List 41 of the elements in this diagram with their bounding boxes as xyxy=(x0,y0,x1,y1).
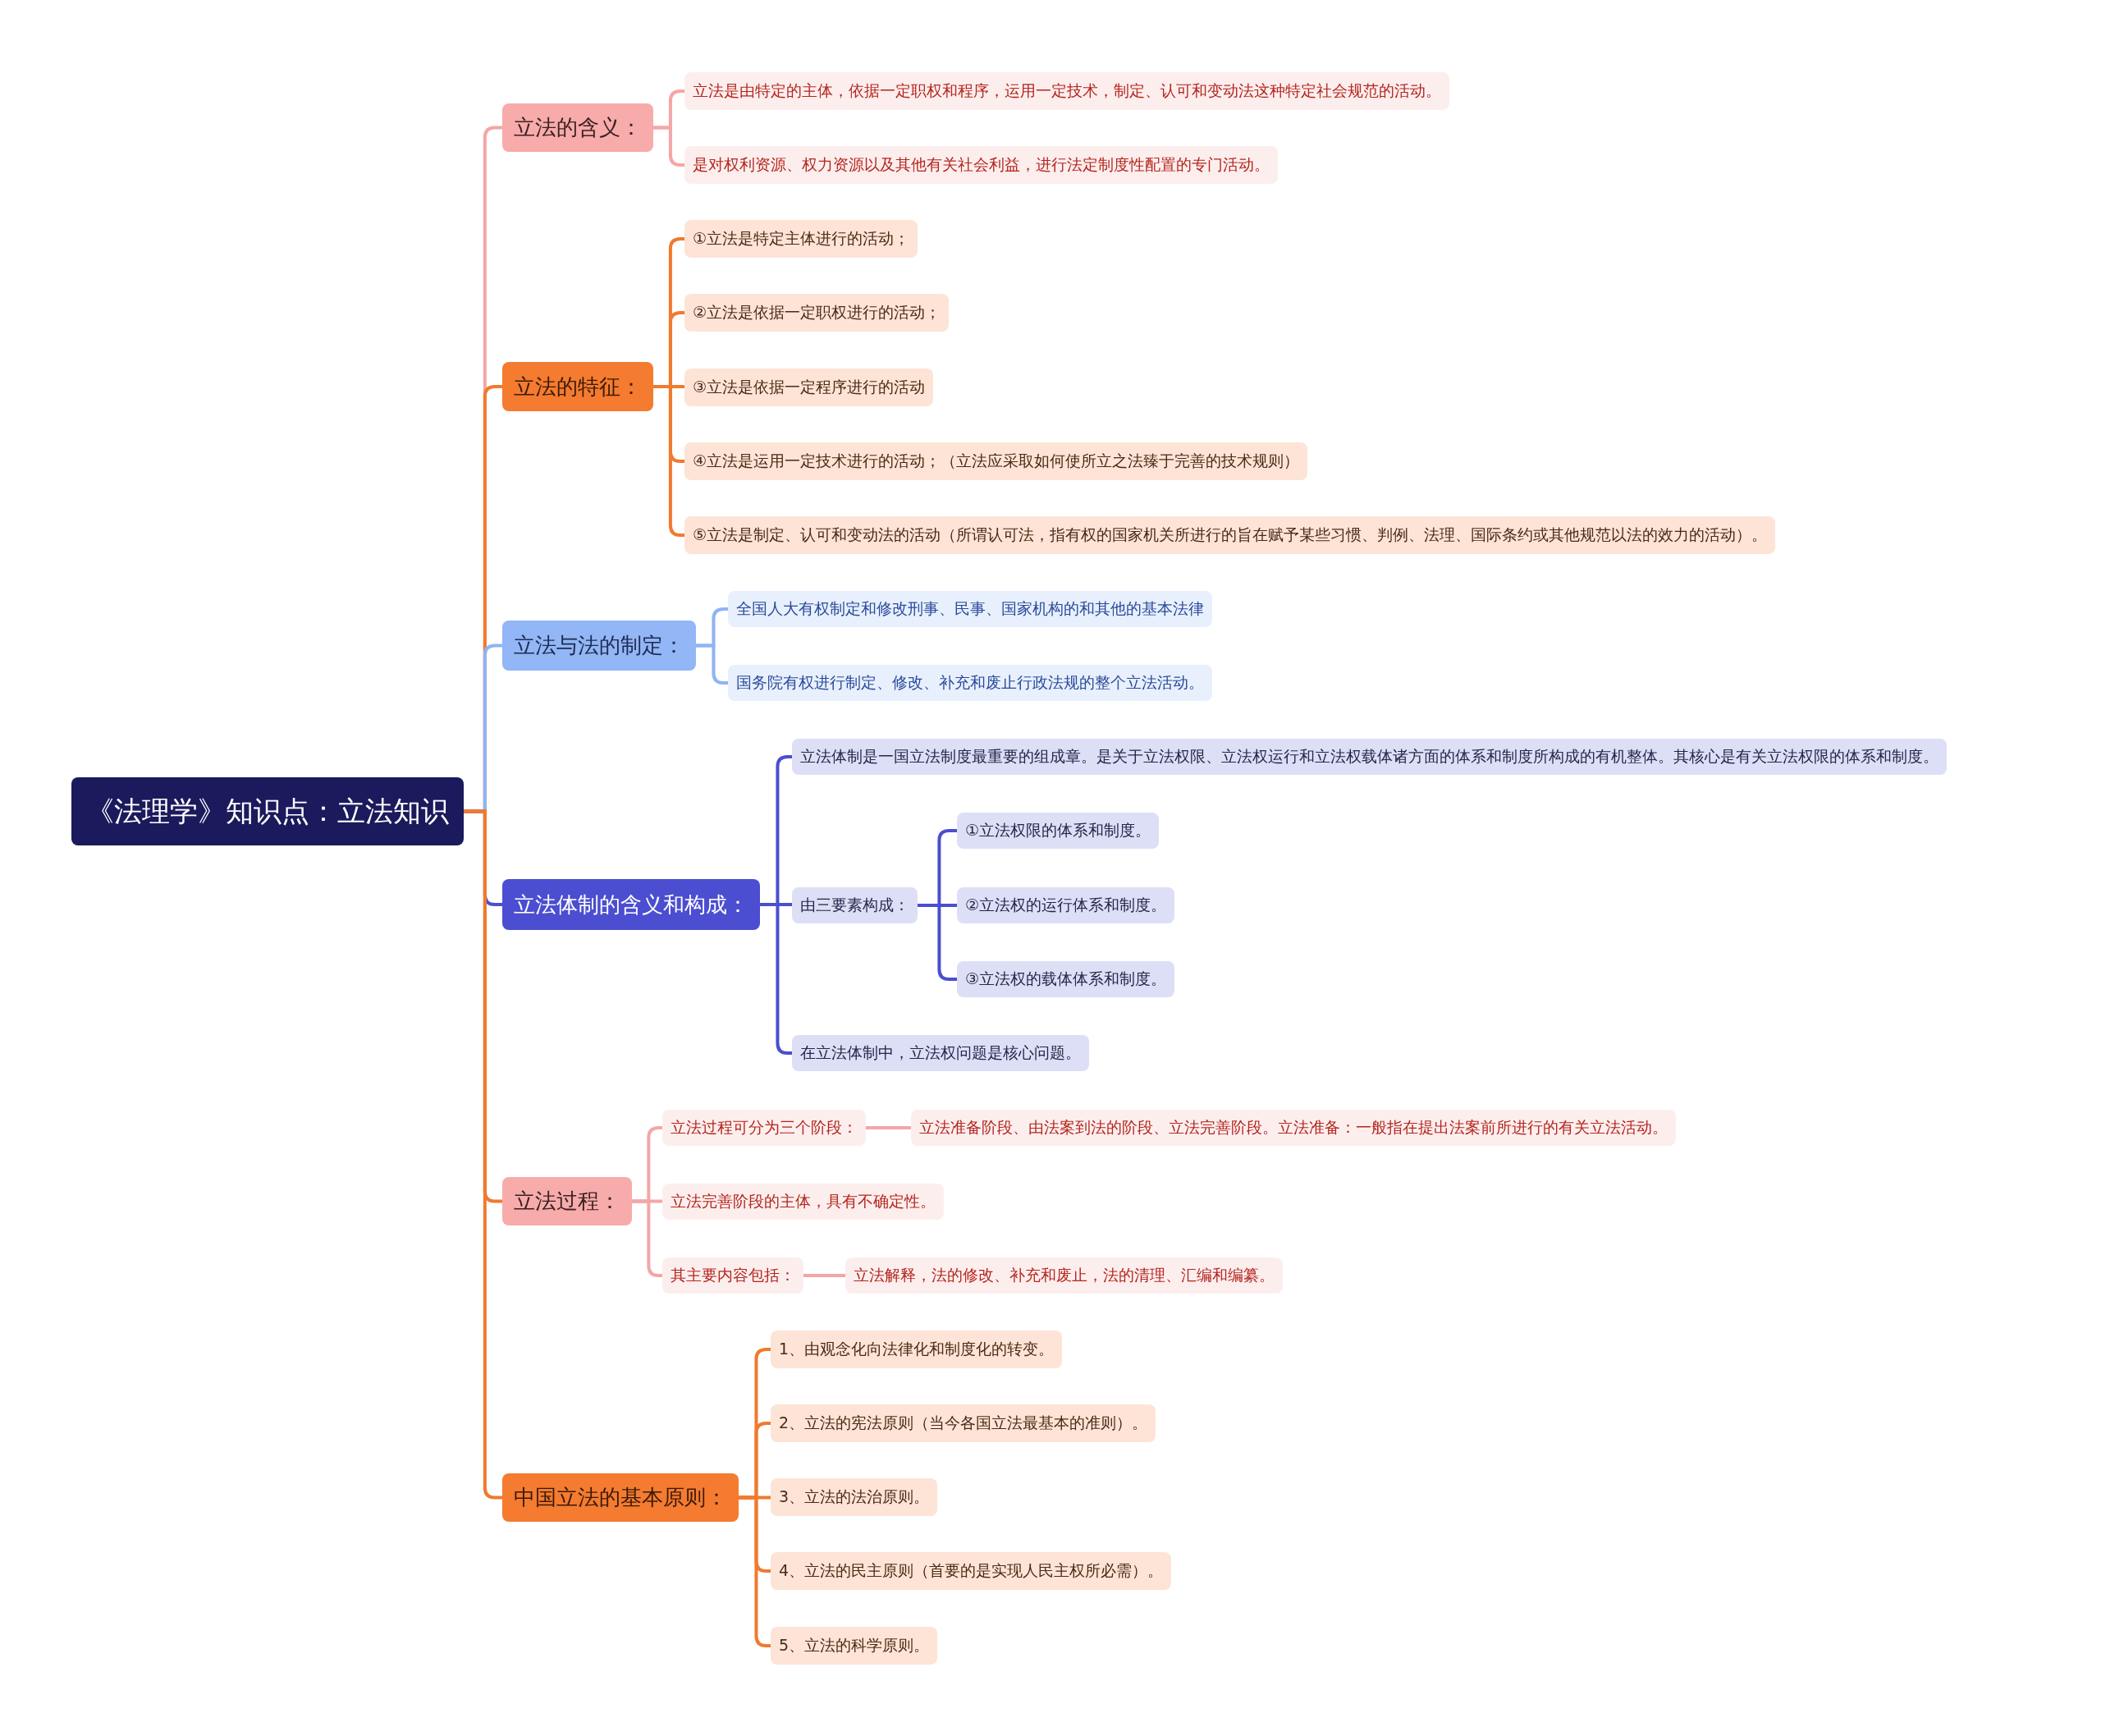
subtopic-box: 立法过程可分为三个阶段： xyxy=(662,1110,866,1146)
subtopic-box: 立法是由特定的主体，依据一定职权和程序，运用一定技术，制定、认可和变动法这种特定社会规范的活动。 xyxy=(684,72,1449,110)
subtopic-box: ⑤立法是制定、认可和变动法的活动（所谓认可法，指有权的国家机关所进行的旨在赋予某些习惯、判例、法理、国际条约或其他规范以法的效力的活动）。 xyxy=(684,516,1776,554)
subtopic-box: 由三要素构成： xyxy=(792,887,918,923)
topic-box: 立法的含义： xyxy=(502,103,653,152)
subtopic-box: 立法完善阶段的主体，具有不确定性。 xyxy=(662,1184,944,1220)
subtopic-box: 5、立法的科学原则。 xyxy=(771,1627,938,1665)
connector-line xyxy=(866,1126,911,1129)
connector-line xyxy=(653,385,684,537)
connector-line xyxy=(653,126,684,167)
subtopic-box: 国务院有权进行制定、修改、补充和废止行政法规的整个立法活动。 xyxy=(728,665,1212,701)
subtopic-box: 4、立法的民主原则（首要的是实现人民主权所必需）。 xyxy=(771,1552,1172,1590)
connector-line xyxy=(696,644,728,685)
subtopic-box: 是对权利资源、权力资源以及其他有关社会利益，进行法定制度性配置的专门活动。 xyxy=(684,146,1278,184)
subtopic-box: ②立法权的运行体系和制度。 xyxy=(957,887,1175,923)
connector-line xyxy=(918,904,957,981)
subtopic-box: 其主要内容包括： xyxy=(662,1257,803,1294)
root-topic-box: 《法理学》知识点：立法知识 xyxy=(71,777,464,845)
topic-box: 立法过程： xyxy=(502,1177,632,1225)
subtopic-box: 2、立法的宪法原则（当今各国立法最基本的准则）。 xyxy=(771,1404,1156,1442)
subtopic-box: ③立法权的载体体系和制度。 xyxy=(957,961,1175,997)
topic-box: 立法体制的含义和构成： xyxy=(502,879,760,930)
subtopic-box: ②立法是依据一定职权进行的活动； xyxy=(684,294,950,332)
subtopic-box: 3、立法的法治原则。 xyxy=(771,1478,938,1516)
subtopic-box: ①立法权限的体系和制度。 xyxy=(957,813,1160,849)
subtopic-box: 全国人大有权制定和修改刑事、民事、国家机构的和其他的基本法律 xyxy=(728,591,1212,627)
connector-line xyxy=(739,1496,771,1647)
subtopic-box: ③立法是依据一定程序进行的活动 xyxy=(684,369,934,406)
subtopic-box: 立法准备阶段、由法案到法的阶段、立法完善阶段。立法准备：一般指在提出法案前所进行的有关立法活动。 xyxy=(911,1110,1676,1146)
topic-box: 中国立法的基本原则： xyxy=(502,1473,739,1522)
connector-line xyxy=(803,1274,845,1277)
connector-line xyxy=(760,903,792,1055)
subtopic-box: 在立法体制中，立法权问题是核心问题。 xyxy=(792,1035,1089,1071)
subtopic-box: 立法解释，法的修改、补充和废止，法的清理、汇编和编纂。 xyxy=(845,1257,1283,1294)
subtopic-box: ①立法是特定主体进行的活动； xyxy=(684,220,918,258)
topic-box: 立法的特征： xyxy=(502,362,653,411)
topic-box: 立法与法的制定： xyxy=(502,621,696,671)
connector-line xyxy=(464,809,502,1500)
subtopic-box: 1、由观念化向法律化和制度化的转变。 xyxy=(771,1331,1063,1368)
subtopic-box: ④立法是运用一定技术进行的活动；（立法应采取如何使所立之法臻于完善的技术规则） xyxy=(684,442,1308,480)
subtopic-box: 立法体制是一国立法制度最重要的组成章。是关于立法权限、立法权运行和立法权载体诸方面的体系和制度所构成的有机整体。其核心是有关立法权限的体系和制度。 xyxy=(792,739,1947,775)
